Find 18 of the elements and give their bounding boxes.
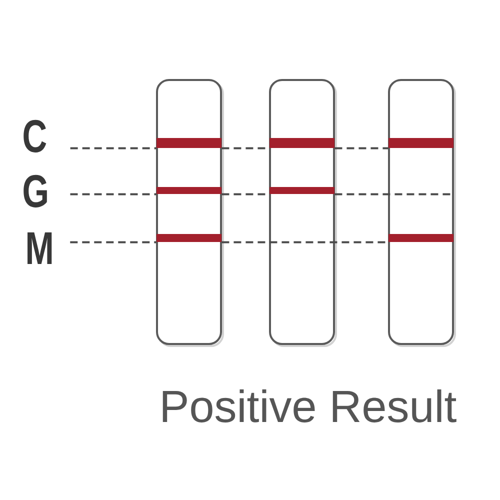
test-band [156,187,222,194]
test-strip [388,79,456,347]
leader-line [334,147,388,150]
test-band [270,138,334,148]
test-strip [156,79,224,347]
test-band [388,234,454,242]
test-band [388,138,454,148]
line-label: G [24,174,47,208]
leader-line [70,241,156,244]
test-band [270,187,334,194]
test-band [156,234,222,242]
leader-line [70,147,156,150]
test-strip [269,79,337,347]
leader-line [70,193,156,196]
line-label: M [28,232,52,264]
test-band [156,138,222,148]
caption: Positive Result [162,389,456,422]
line-label: C [24,120,46,152]
